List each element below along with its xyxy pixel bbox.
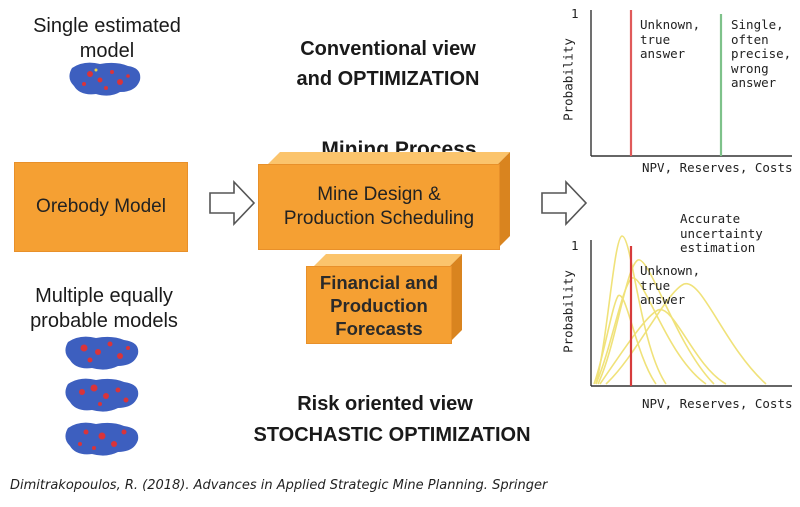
- orebody-model-box: Orebody Model: [14, 162, 188, 252]
- bottom-chart-curve-5: [605, 283, 767, 385]
- multiple-model-image-2: [65, 378, 139, 412]
- bottom-chart-y-label: Probability: [560, 270, 576, 353]
- bottom-chart-curve-1: [595, 235, 667, 385]
- top-chart-single-note: Single, often precise, wrong answer: [731, 17, 792, 90]
- bottom-chart-accurate-note: Accurate uncertainty estimation: [680, 211, 763, 255]
- bottom-chart: [590, 235, 792, 387]
- single-model-label: Single estimated model: [33, 15, 181, 62]
- multiple-model-image-1: [65, 336, 139, 370]
- top-chart-x-label: NPV, Reserves, Costs …: [642, 160, 800, 175]
- bottom-chart-curve-3: [597, 259, 715, 385]
- mine-design-box-side: [498, 152, 510, 248]
- mine-design-line1: Mine Design &: [317, 184, 441, 205]
- arrow-right-icon: [209, 180, 256, 226]
- mine-design-box: Mine Design & Production Scheduling: [258, 164, 500, 250]
- conventional-view-line2: and OPTIMIZATION: [296, 68, 480, 90]
- mine-design-line2: Production Scheduling: [283, 208, 475, 229]
- financial-line2: Production: [330, 294, 428, 316]
- orebody-model-label: Orebody Model: [36, 196, 166, 217]
- bottom-chart-x-label: NPV, Reserves, Costs …: [642, 396, 800, 411]
- conventional-view-line1: Conventional view: [300, 38, 476, 60]
- top-chart: [590, 10, 792, 157]
- multiple-models-label: Multiple equally probable models: [30, 285, 178, 332]
- top-chart-true-note: Unknown, true answer: [640, 17, 701, 61]
- financial-line3: Forecasts: [335, 317, 423, 339]
- arrow-right-icon-2: [541, 180, 588, 226]
- top-chart-y-tick: 1: [571, 6, 579, 21]
- bottom-chart-y-tick: 1: [571, 238, 579, 253]
- mine-design-box-top: [268, 152, 510, 164]
- risk-view-line1: Risk oriented view: [297, 393, 473, 415]
- multiple-model-image-3: [65, 422, 139, 456]
- single-model-image: [69, 62, 141, 96]
- citation-text: Dimitrakopoulos, R. (2018). Advances in …: [10, 478, 548, 493]
- stochastic-optimization-label: STOCHASTIC OPTIMIZATION: [253, 424, 531, 446]
- financial-forecasts-box: Financial and Production Forecasts: [306, 266, 452, 344]
- financial-box-side: [450, 254, 462, 342]
- financial-line1: Financial and: [319, 271, 439, 293]
- bottom-chart-true-note: Unknown, true answer: [640, 263, 701, 307]
- bottom-chart-curve-6: [593, 294, 657, 385]
- top-chart-y-label: Probability: [560, 38, 576, 121]
- bottom-chart-curve-4: [599, 309, 727, 385]
- financial-box-top: [314, 254, 462, 266]
